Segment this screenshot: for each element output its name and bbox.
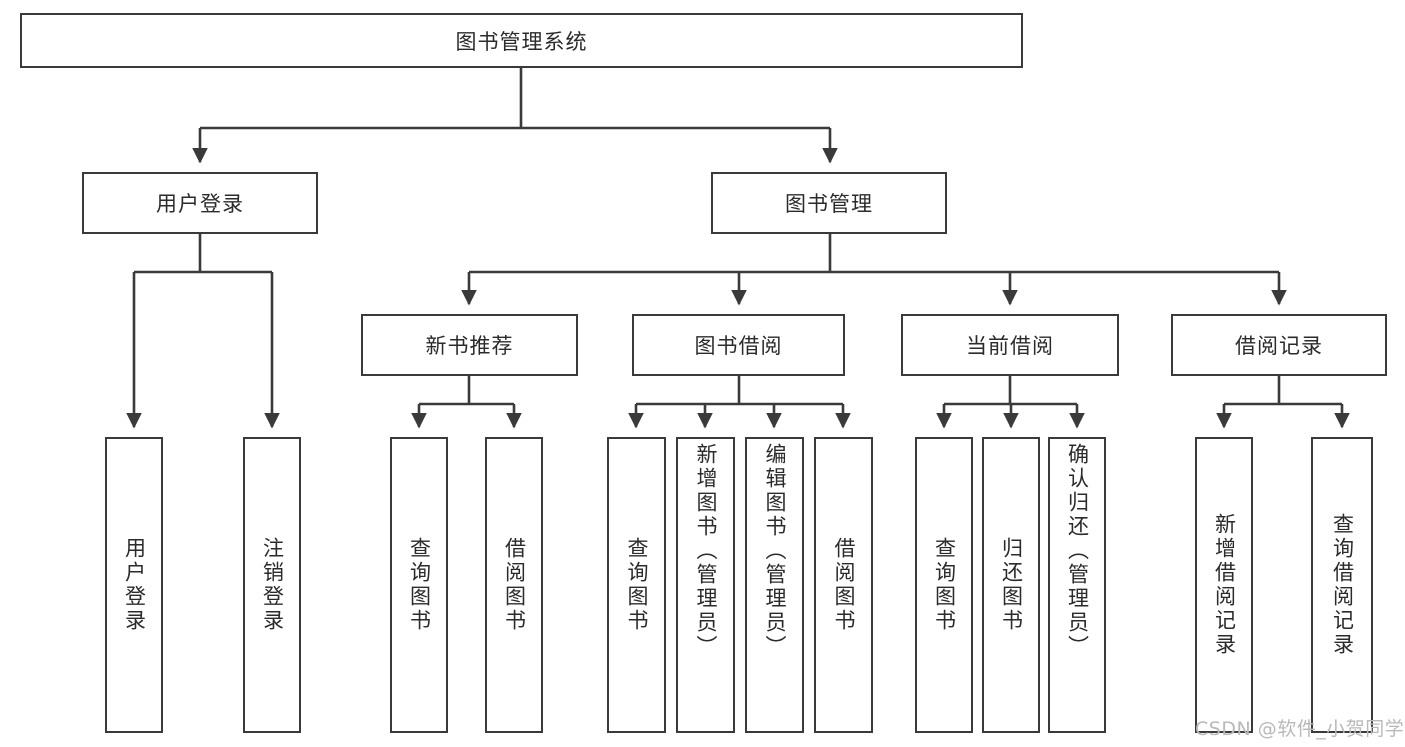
node-leaf-borrow-book-1[interactable]: 借阅图书 [485, 437, 543, 733]
leaf-label: 查询图书 [932, 537, 957, 633]
wire-group-current-borrow [936, 376, 1085, 429]
wire-group-book-borrow [628, 376, 851, 429]
node-leaf-add-borrow-record[interactable]: 新增借阅记录 [1195, 437, 1253, 733]
node-leaf-query-book-2[interactable]: 查询图书 [607, 437, 666, 733]
leaf-label: 查询借阅记录 [1330, 513, 1355, 657]
node-leaf-user-login[interactable]: 用户登录 [105, 437, 163, 733]
node-new-book-recommend[interactable]: 新书推荐 [361, 314, 578, 376]
node-borrow-record[interactable]: 借阅记录 [1171, 314, 1387, 376]
node-leaf-query-borrow-record[interactable]: 查询借阅记录 [1311, 437, 1373, 733]
node-leaf-user-logout[interactable]: 注销登录 [243, 437, 301, 733]
leaf-label: 确认归还（管理员） [1065, 443, 1090, 659]
wire-group-user-login [126, 234, 280, 429]
node-user-login[interactable]: 用户登录 [82, 172, 318, 234]
leaf-label: 编辑图书（管理员） [763, 443, 787, 659]
leaf-label: 借阅图书 [832, 537, 856, 633]
leaf-label: 用户登录 [122, 537, 147, 633]
wire-group-borrow-record [1216, 376, 1350, 429]
node-leaf-return-book[interactable]: 归还图书 [982, 437, 1040, 733]
wire-group-root [192, 68, 838, 164]
node-leaf-borrow-book-2[interactable]: 借阅图书 [814, 437, 873, 733]
node-root[interactable]: 图书管理系统 [20, 13, 1023, 68]
watermark: CSDN @软件_小贺同学 [1195, 718, 1405, 740]
leaf-label: 注销登录 [260, 537, 285, 633]
wire-group-book-manage [461, 234, 1287, 306]
leaf-label: 新增借阅记录 [1212, 513, 1237, 657]
node-leaf-query-book-1[interactable]: 查询图书 [390, 437, 448, 733]
node-leaf-confirm-return[interactable]: 确认归还（管理员） [1048, 437, 1106, 733]
node-book-borrow[interactable]: 图书借阅 [632, 314, 845, 376]
leaf-label: 借阅图书 [502, 537, 527, 633]
leaf-label: 查询图书 [407, 537, 432, 633]
node-leaf-edit-book[interactable]: 编辑图书（管理员） [745, 437, 804, 733]
wire-group-new-book-recommend [411, 376, 522, 429]
node-current-borrow[interactable]: 当前借阅 [901, 314, 1119, 376]
leaf-label: 归还图书 [999, 537, 1024, 633]
leaf-label: 查询图书 [625, 537, 649, 633]
node-leaf-add-book[interactable]: 新增图书（管理员） [676, 437, 735, 733]
leaf-label: 新增图书（管理员） [694, 443, 718, 659]
node-book-manage[interactable]: 图书管理 [711, 172, 947, 234]
node-leaf-query-book-3[interactable]: 查询图书 [915, 437, 973, 733]
